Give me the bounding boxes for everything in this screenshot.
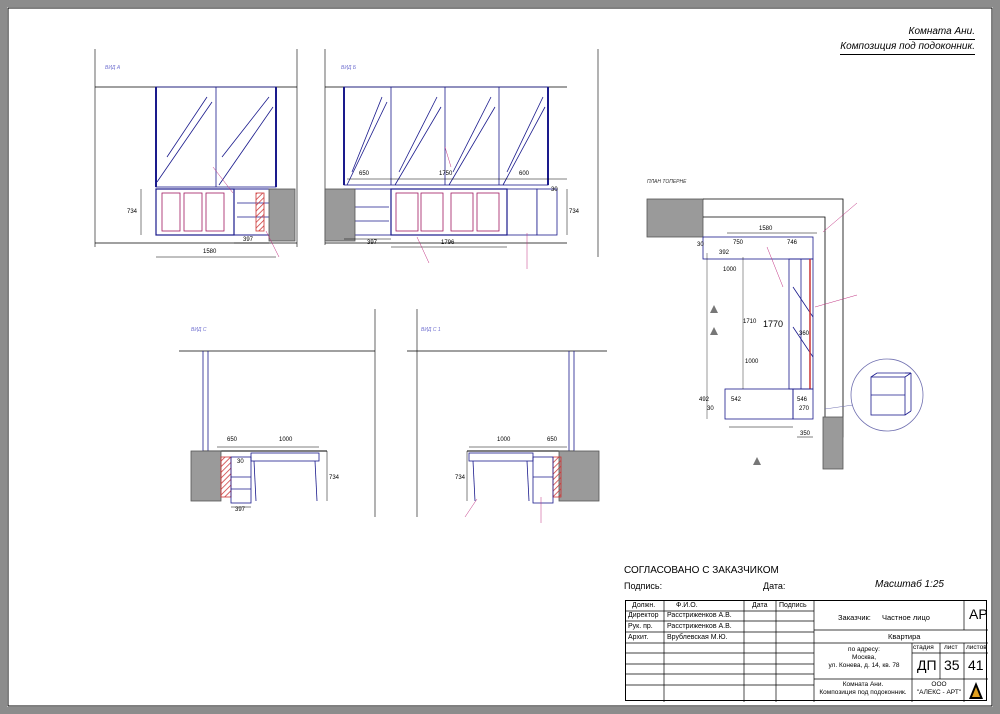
stamp-header-date: Дата [752,602,768,609]
dim-a-depth: 397 [243,237,254,243]
stamp-row3-name: Врублевская М.Ю. [667,634,728,641]
dim-c1-right: 650 [547,437,558,443]
sheet-title: Комната Ани. Композиция под подоконник. [840,25,975,55]
plan-view [646,198,924,470]
view-c [179,309,376,517]
signature-label: Подпись: [624,581,663,591]
dim-plan-1770: 1770 [763,319,784,329]
dim-b-mid: 1750 [439,171,453,177]
stamp-client-value: Частное лицо [882,613,930,622]
stamp-row1-name: Расстриженков А.В. [667,612,732,619]
dim-b-depth: 397 [367,240,378,246]
dim-c-height: 734 [329,475,340,481]
sheet-frame [7,7,993,707]
stamp-row2-role: Рук. пр. [628,623,653,630]
dim-plan-392: 392 [719,250,730,256]
dim-plan-360: 360 [799,331,810,337]
stamp-row2-name: Расстриженков А.В. [667,623,732,630]
stamp-stage-label: стадия [913,644,934,651]
stamp-sheets-label: листов [966,644,987,651]
stamp-sheet-label: лист [944,644,958,651]
dim-plan-750: 750 [733,240,744,246]
view-c1 [407,309,607,523]
view-a-label: ВИД А [105,65,121,71]
dim-c-30: 30 [237,459,244,465]
title-block-grid [626,601,988,702]
view-b [324,49,599,269]
stamp-client-label: Заказчик: [838,613,871,622]
dim-b-width: 1796 [441,240,455,246]
stamp-address: по адресу: Москва, ул. Конева, д. 14, кв… [828,646,900,669]
dim-b-left: 650 [359,171,370,177]
stamp-object: Квартира [888,632,921,641]
dim-c-right: 1000 [279,437,293,443]
stamp-code: АР [969,606,988,622]
stamp-company: ООО "АЛЕКС - АРТ" [916,681,962,696]
title-block: Должн. Ф.И.О. Дата Подпись Директор Расс… [625,600,988,702]
dim-plan-top: 1580 [759,226,773,232]
stamp-sheet: 35 [944,657,960,673]
view-b-label: ВИД Б [341,65,357,71]
stamp-row1-role: Директор [628,612,659,619]
dim-c1-left: 1000 [497,437,511,443]
drawing-canvas [7,7,993,707]
view-c1-label: ВИД С 1 [421,327,441,333]
dim-plan-ctr: 1000 [745,359,759,365]
dim-plan-746: 746 [787,240,798,246]
dim-b-right: 600 [519,171,530,177]
dim-c-left: 650 [227,437,238,443]
sheet-title-line2: Композиция под подоконник. [840,40,975,55]
dim-c-depth: 397 [235,507,246,513]
dim-plan-492: 492 [699,397,710,403]
stamp-header-signature: Подпись [779,602,807,609]
scale-label: Масштаб 1:25 [875,579,944,590]
dim-plan-30b: 30 [707,406,714,412]
view-c-label: ВИД С [191,327,207,333]
stamp-sheets: 41 [968,657,984,673]
stamp-header-name: Ф.И.О. [676,602,698,609]
stamp-stage: ДП [917,657,937,673]
sheet-title-line1: Комната Ани. [908,25,975,40]
dim-a-width: 1580 [203,249,217,255]
stamp-row3-role: Архит. [628,634,649,641]
view-a [94,49,298,258]
dim-plan-350: 350 [800,431,811,437]
dim-plan-30: 30 [697,242,704,248]
plan-label: ПЛАН ТОПЕРНЕ [647,179,687,185]
dim-b-height: 734 [569,209,580,215]
dim-plan-270: 270 [799,406,810,412]
dim-b-30: 30 [551,187,558,193]
dim-plan-542: 542 [731,397,742,403]
dim-plan-1000: 1000 [723,267,737,273]
stamp-room: Комната Ани. Композиция под подоконник. [819,681,907,696]
dim-c1-height: 734 [455,475,466,481]
dim-plan-546: 546 [797,397,808,403]
approval-heading: СОГЛАСОВАНО С ЗАКАЗЧИКОМ [624,565,779,576]
company-logo-icon [969,682,983,699]
stamp-header-position: Должн. [632,602,656,609]
drawing-sheet: Комната Ани. Композиция под подоконник. … [7,7,993,707]
dim-a-height: 734 [127,209,138,215]
dim-plan-1710: 1710 [743,319,757,325]
date-label: Дата: [763,581,786,591]
